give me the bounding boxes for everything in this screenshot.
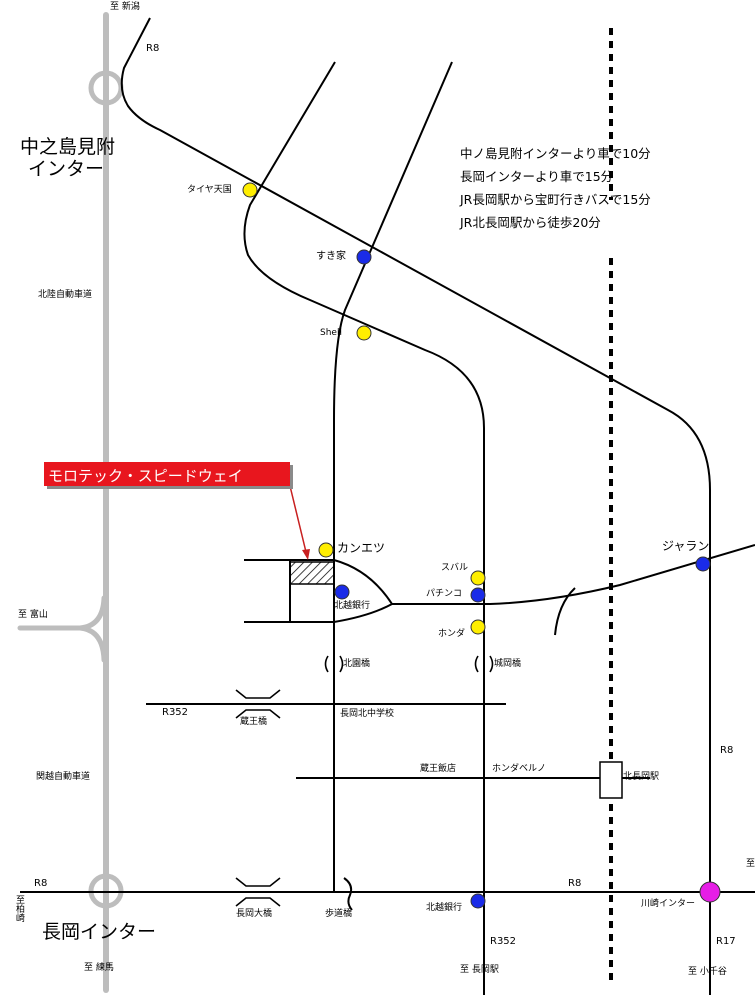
kanetsu-road [333,61,453,892]
kawasaki-ic-label: 川崎インター [641,899,696,909]
subaru-label: スバル [441,563,469,573]
shell-marker [356,325,372,341]
kitazono-bridge-right [339,655,344,673]
zao-hanten-label: 蔵王飯店 [420,764,457,774]
direction-line-1: 中ノ島見附インターより車で10分 [460,146,651,161]
hokuriku-expressway-label: 北陸自動車道 [38,290,93,300]
sukiya-label: すき家 [316,251,346,262]
nagaoka-ohashi-bottom [235,897,281,907]
kitazono-bridge-label: 北園橋 [343,659,371,669]
direction-line-3: JR長岡駅から宝町行きバスで15分 [460,192,651,207]
roads [20,17,755,995]
jooka-bridge-right [489,655,494,673]
r352-left-label: R352 [162,707,189,718]
expressway [17,12,124,993]
sukiya-marker [356,249,372,265]
kanetsu-marker [318,542,334,558]
r8-right-label: R8 [720,745,734,756]
taiya-tengoku-marker [242,182,258,198]
taiya-tengoku-label: タイヤ天国 [187,185,232,195]
pachinko-label: パチンコ [426,589,463,599]
jaran-marker [695,556,711,572]
nagaoka-ohashi-label: 長岡大橋 [236,909,273,919]
to-ojiya-label: 至 小千谷 [688,967,727,977]
to-nagaoka-station-label: 至 長岡駅 [460,965,499,975]
to-toyama-label: 至 富山 [18,610,48,620]
hodokyo-label: 歩道橋 [325,909,353,919]
hokuetsu-bank-label: 北越銀行 [334,601,371,611]
r17-label: R17 [716,936,736,947]
circuit-outline-road [244,559,393,623]
nakanoshima-ic-label-1: 中之島見附 [20,136,116,158]
markers [242,182,721,909]
direction-line-4: JR北長岡駅から徒歩20分 [460,215,601,230]
to-toyama-ramp-upper [77,595,107,631]
zao-bridge-label: 蔵王橋 [240,717,268,727]
jaran-label: ジャラン [662,539,710,553]
banner-arrow [289,485,310,560]
kita-nagaoka-station-box [599,761,623,799]
honda-marker [470,619,486,635]
to-niigata-label: 至 新潟 [110,2,140,12]
to-nerima-label: 至 練馬 [84,963,114,973]
honda-label: ホンダ [438,629,466,639]
hokuetsu-bank-marker [334,584,350,600]
direction-line-2: 長岡インターより車で15分 [460,169,614,184]
shell-label: Shell [320,328,342,338]
zao-bridge-top [235,689,281,699]
kanetsu-label: カンエツ [337,541,386,555]
hokuetsu-bank-2-marker [470,893,486,909]
kita-nagaoka-station-label: 北長岡駅 [623,772,660,782]
bridge-symbols [235,655,494,907]
motorsport-banner: モロテック・スピードウェイ [44,462,290,486]
to-kashiwazaki-label: 至柏崎 [14,895,24,922]
to-toyama-ramp-lower [17,625,107,663]
banner-text: モロテック・スピードウェイ [48,467,243,485]
nagaoka-ohashi-top [235,877,281,887]
honda-verno-label: ホンダベルノ [492,764,547,774]
kanetsu-expressway-label: 関越自動車道 [36,772,91,782]
kawasaki-ic-marker [699,881,721,903]
zao-bridge-bottom [235,709,281,719]
side-spur-road [554,587,576,636]
kitazono-bridge-left [324,655,329,673]
edge-direction-label: 至 [744,858,754,867]
r8-bottom-label: R8 [568,878,582,889]
nakanoshima-ic-label-2: インター [28,158,105,180]
r8-top-label: R8 [146,43,160,54]
pachinko-road [392,544,755,605]
nagaoka-kita-jhs-label: 長岡北中学校 [340,709,395,719]
arrow-head [302,549,310,560]
route-8-road [120,17,711,995]
pachinko-marker [470,587,486,603]
r8-left-label: R8 [34,878,48,889]
hodokyo-mark [343,877,353,911]
arrow-line [289,485,307,553]
jooka-bridge-label: 城岡橋 [494,659,522,669]
subaru-marker [470,570,486,586]
west-curved-road [243,61,485,995]
jooka-bridge-left [474,655,479,673]
hokuetsu-bank-2-label: 北越銀行 [426,903,463,913]
nagaoka-ic-label: 長岡インター [42,921,157,943]
r352-bottom-label: R352 [490,936,517,947]
circuit-location-hatch [289,561,335,585]
